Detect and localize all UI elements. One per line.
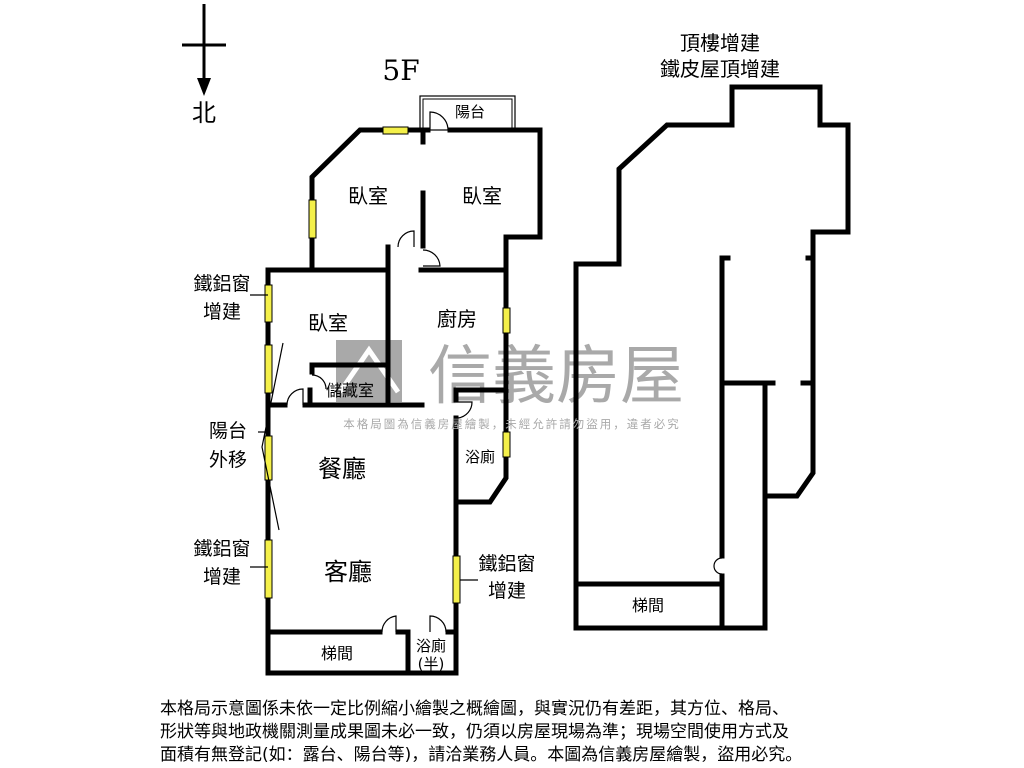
windows bbox=[264, 126, 511, 604]
window bbox=[264, 284, 273, 323]
window-note-left-bottom-2: 增建 bbox=[203, 566, 241, 588]
floor-label: 5F bbox=[382, 54, 419, 87]
north-label: 北 bbox=[192, 99, 216, 127]
window-note-left-top-1: 鐵鋁窗 bbox=[193, 273, 250, 295]
window-note-right-1: 鐵鋁窗 bbox=[478, 553, 535, 575]
window bbox=[452, 555, 461, 604]
annotation-leaders bbox=[250, 294, 478, 581]
window bbox=[264, 435, 273, 481]
living-label: 客廳 bbox=[324, 558, 372, 586]
balcony-label: 陽台 bbox=[455, 103, 485, 121]
bathroom-label: 浴廁 bbox=[465, 448, 495, 466]
window bbox=[264, 344, 273, 394]
window-note-right-2: 增建 bbox=[488, 580, 526, 602]
bedroom-ne-label: 臥室 bbox=[462, 184, 502, 208]
watermark-brand: 信義房屋 bbox=[428, 340, 684, 414]
kitchen-label: 廚房 bbox=[437, 307, 477, 331]
window-note-left-top-2: 增建 bbox=[203, 301, 241, 323]
window bbox=[502, 431, 511, 458]
disclaimer-line: 本格局示意圖係未依一定比例縮小繪製之概繪圖，與實況仍有差距，其方位、格局、 bbox=[160, 699, 789, 719]
rooftop-walls bbox=[573, 84, 851, 631]
disclaimer-line: 形狀等與地政機關測量成果圖未必一致，仍須以房屋現場為準；現場空間使用方式及 bbox=[160, 722, 789, 742]
disclaimer-line: 面積有無登記(如：露台、陽台等)，請洽業務人員。本圖為信義房屋繪製，盜用必究。 bbox=[160, 745, 803, 765]
rooftop-stair-label: 梯間 bbox=[632, 596, 664, 615]
balcony-moved-note-2: 外移 bbox=[209, 449, 247, 471]
window bbox=[308, 199, 317, 239]
bedroom-nw-label: 臥室 bbox=[348, 184, 388, 208]
stairwell-label: 梯間 bbox=[321, 644, 353, 663]
half-bath-label-2: (半) bbox=[418, 655, 445, 673]
window bbox=[382, 126, 409, 135]
storage-label: 儲藏室 bbox=[326, 381, 374, 400]
dining-label: 餐廳 bbox=[318, 455, 366, 483]
window bbox=[502, 307, 511, 334]
rooftop-title-1: 頂樓增建 bbox=[680, 31, 760, 55]
rooftop-title-2: 鐵皮屋頂增建 bbox=[660, 57, 780, 81]
window-note-left-bottom-1: 鐵鋁窗 bbox=[193, 538, 250, 560]
watermark-notice: 本格局圖為信義房屋繪製，未經允許請勿盜用，違者必究 bbox=[343, 417, 681, 431]
doors bbox=[286, 111, 723, 633]
north-arrow-icon bbox=[182, 4, 226, 96]
window bbox=[264, 539, 273, 599]
disclaimer: 本格局示意圖係未依一定比例縮小繪製之概繪圖，與實況仍有差距，其方位、格局、 形狀… bbox=[160, 698, 880, 767]
balcony-moved-note-1: 陽台 bbox=[209, 420, 247, 442]
half-bath-label-1: 浴廁 bbox=[416, 637, 446, 655]
bedroom-w-label: 臥室 bbox=[308, 311, 348, 335]
